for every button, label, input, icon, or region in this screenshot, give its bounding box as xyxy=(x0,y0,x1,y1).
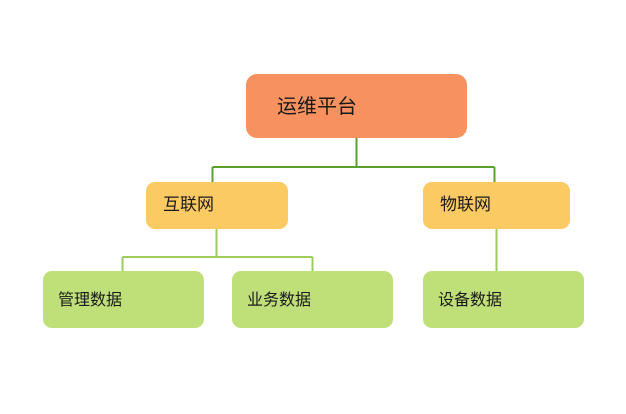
node-iot-label: 物联网 xyxy=(440,195,491,216)
node-device-data[interactable]: 设备数据 xyxy=(423,271,584,328)
node-internet[interactable]: 互联网 xyxy=(146,182,288,229)
node-internet-label: 互联网 xyxy=(163,195,214,216)
node-business-data[interactable]: 业务数据 xyxy=(232,271,393,328)
node-root-label: 运维平台 xyxy=(277,94,357,118)
node-management-data[interactable]: 管理数据 xyxy=(43,271,204,328)
node-management-data-label: 管理数据 xyxy=(58,289,123,309)
node-root[interactable]: 运维平台 xyxy=(246,74,467,138)
node-device-data-label: 设备数据 xyxy=(438,289,503,309)
node-iot[interactable]: 物联网 xyxy=(423,182,570,229)
node-business-data-label: 业务数据 xyxy=(247,289,312,309)
